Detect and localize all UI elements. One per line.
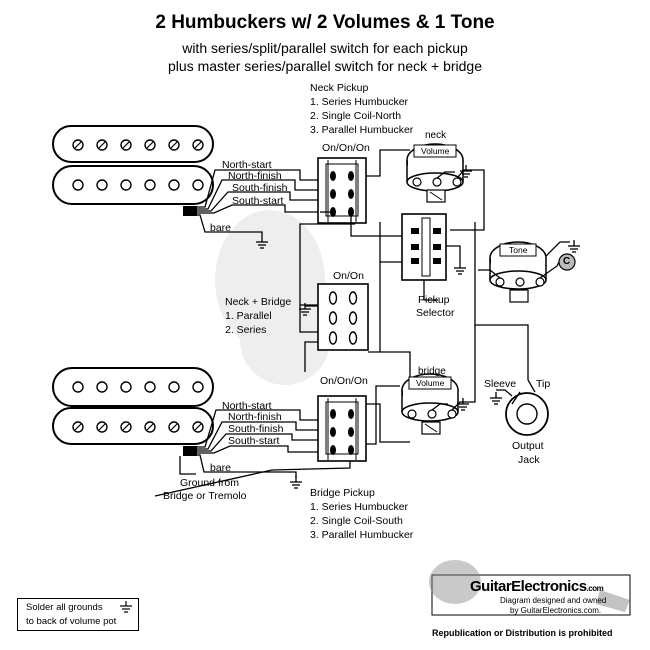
neck-switch bbox=[317, 157, 367, 224]
neck-pickup-heading: Neck Pickup bbox=[310, 82, 369, 94]
neck-wire-north-start: North-start bbox=[222, 159, 272, 171]
series-parallel-switch-label: On/On bbox=[333, 270, 364, 282]
neck-bridge-option-1: 1. Parallel bbox=[225, 310, 272, 322]
series-parallel-switch bbox=[317, 283, 369, 351]
neck-bridge-option-2: 2. Series bbox=[225, 324, 267, 336]
jack-label-2: Jack bbox=[518, 454, 540, 466]
watermark-credit-2: by GuitarElectronics.com. bbox=[510, 606, 602, 615]
bridge-wire-north-finish: North-finish bbox=[228, 411, 282, 423]
watermark-notice: Republication or Distribution is prohibi… bbox=[432, 628, 613, 638]
pickup-selector bbox=[401, 213, 447, 281]
bridge-option-3: 3. Parallel Humbucker bbox=[310, 529, 414, 541]
neck-wire-bare: bare bbox=[210, 222, 232, 234]
neck-wire-north-finish: North-finish bbox=[228, 170, 282, 182]
ground-note-1: Ground from bbox=[180, 477, 239, 489]
bridge-humbucker bbox=[52, 367, 214, 456]
bridge-volume-text: Volume bbox=[416, 378, 445, 388]
neck-wire-south-finish: South-finish bbox=[232, 182, 288, 194]
bridge-wire-bare: bare bbox=[210, 462, 232, 474]
neck-option-3: 3. Parallel Humbucker bbox=[310, 124, 414, 136]
diagram-subtitle-2: plus master series/parallel switch for n… bbox=[168, 58, 482, 74]
watermark-credit-1: Diagram designed and owned bbox=[500, 596, 607, 605]
watermark-brand-name: GuitarElectronics bbox=[470, 578, 587, 595]
solder-note-2: to back of volume pot bbox=[26, 616, 117, 627]
jack-sleeve-label: Sleeve bbox=[484, 378, 517, 390]
diagram-subtitle-1: with series/split/parallel switch for ea… bbox=[182, 40, 468, 56]
jack-tip-label: Tip bbox=[536, 378, 551, 390]
bridge-pickup-wires bbox=[154, 409, 351, 497]
solder-note-1: Solder all grounds bbox=[26, 602, 103, 613]
ground-icon bbox=[120, 601, 132, 613]
bridge-wire-south-finish: South-finish bbox=[228, 423, 284, 435]
solder-note-box: Solder all grounds to back of volume pot bbox=[17, 598, 139, 631]
watermark-brand-suffix: .com bbox=[586, 584, 604, 593]
neck-pot-label: neck bbox=[425, 130, 447, 141]
neck-volume-text: Volume bbox=[421, 146, 450, 156]
neck-wire-south-start: South-start bbox=[232, 195, 284, 207]
tone-text: Tone bbox=[509, 245, 528, 255]
bridge-switch-label: On/On/On bbox=[320, 375, 368, 387]
diagram-title: 2 Humbuckers w/ 2 Volumes & 1 Tone bbox=[155, 12, 495, 33]
neck-humbucker bbox=[52, 125, 214, 216]
watermark-brand: GuitarElectronics.com bbox=[470, 578, 604, 595]
neck-option-2: 2. Single Coil-North bbox=[310, 110, 402, 122]
neck-bridge-heading: Neck + Bridge bbox=[225, 296, 292, 308]
tone-pot bbox=[489, 241, 576, 303]
bridge-wire-south-start: South-start bbox=[228, 435, 280, 447]
bridge-volume-pot bbox=[401, 373, 459, 435]
bridge-pot-label: bridge bbox=[418, 366, 446, 377]
bridge-option-2: 2. Single Coil-South bbox=[310, 515, 403, 527]
ground-note-2: Bridge or Tremolo bbox=[163, 490, 247, 502]
selector-label-2: Selector bbox=[416, 307, 455, 319]
watermark-logo bbox=[429, 560, 631, 616]
neck-option-1: 1. Series Humbucker bbox=[310, 96, 409, 108]
output-jack bbox=[505, 391, 549, 436]
capacitor-label: C bbox=[563, 256, 571, 267]
jack-label-1: Output bbox=[512, 440, 544, 452]
bridge-option-1: 1. Series Humbucker bbox=[310, 501, 409, 513]
selector-label-1: Pickup bbox=[418, 294, 450, 306]
bridge-pickup-heading: Bridge Pickup bbox=[310, 487, 375, 499]
bridge-switch bbox=[317, 395, 367, 462]
bridge-wire-north-start: North-start bbox=[222, 400, 272, 412]
neck-pickup-wires bbox=[197, 169, 320, 236]
watermark-silhouette bbox=[215, 210, 330, 385]
neck-volume-pot bbox=[406, 143, 464, 203]
neck-switch-label: On/On/On bbox=[322, 142, 370, 154]
